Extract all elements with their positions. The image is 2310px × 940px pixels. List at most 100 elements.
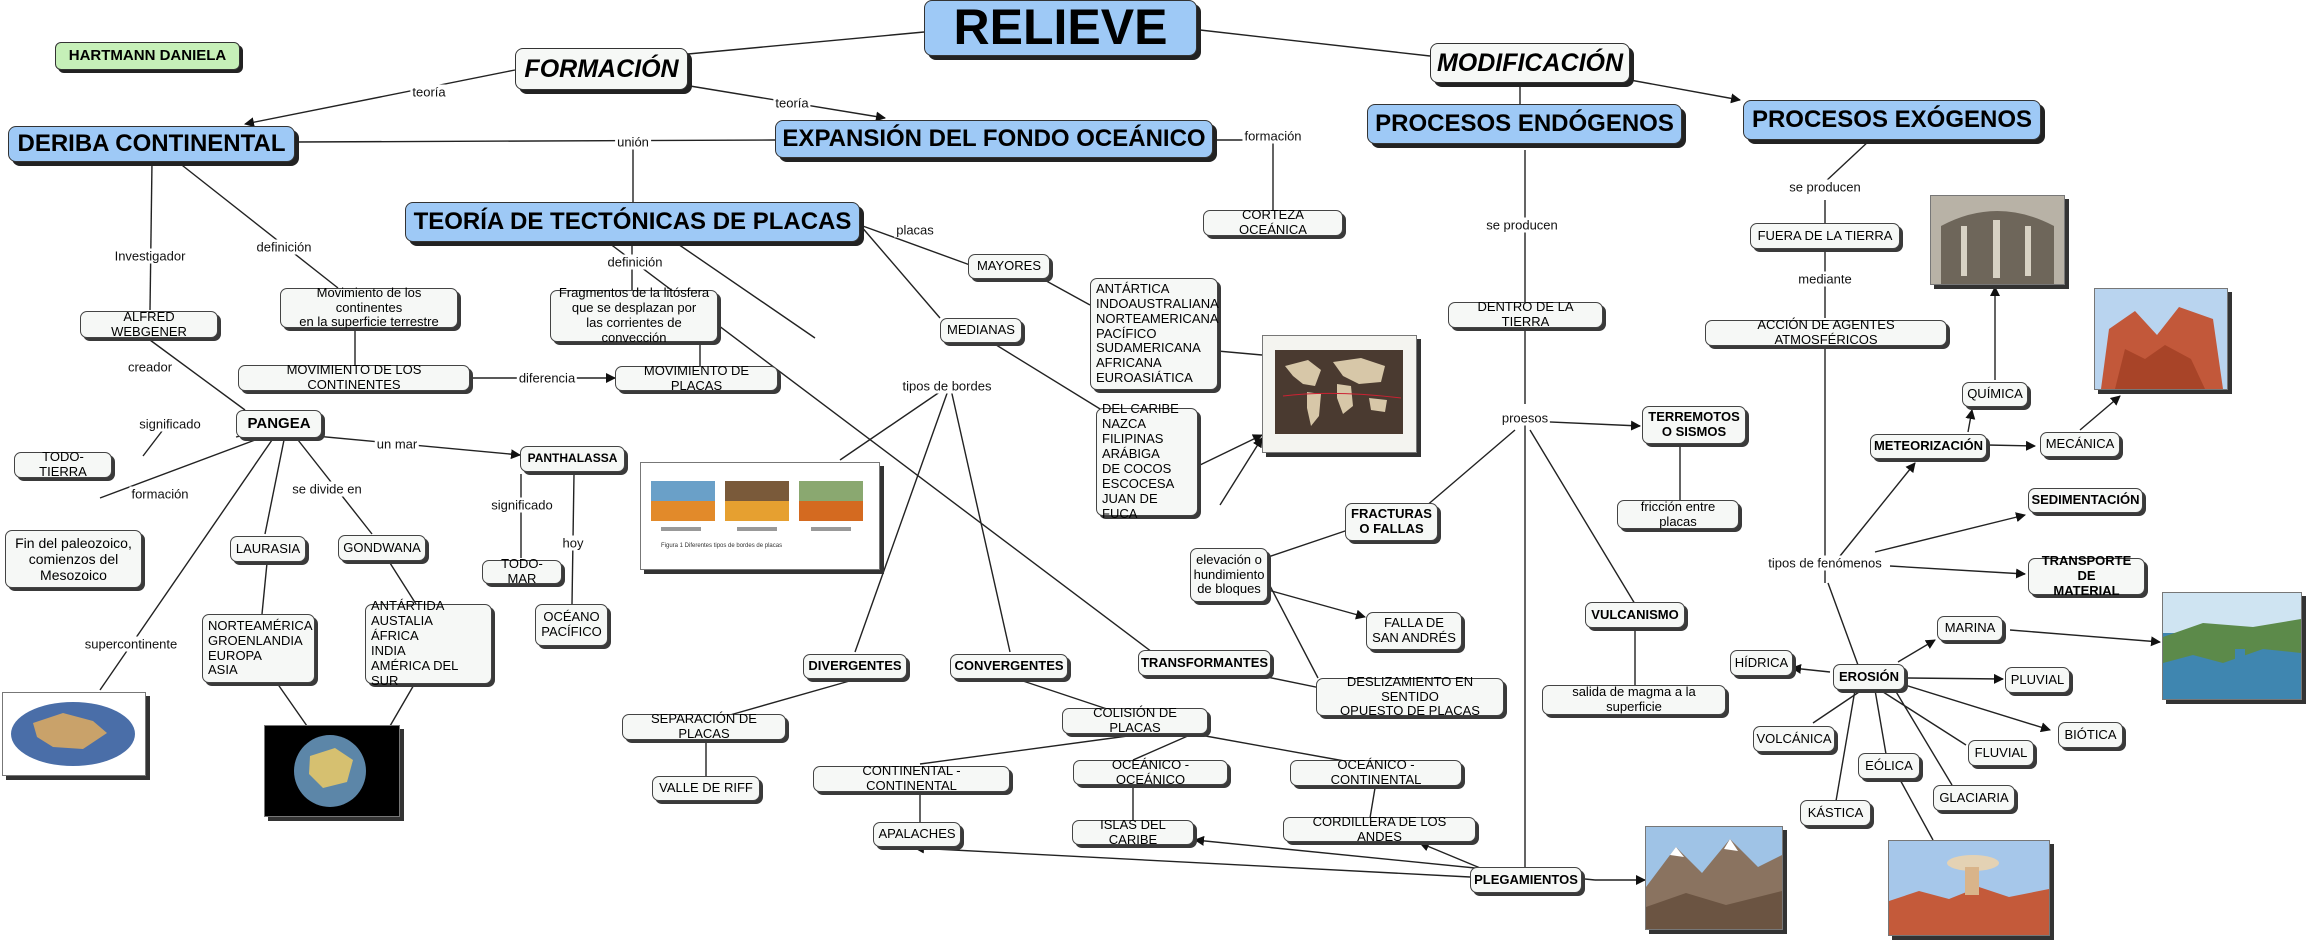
node-oceano-pacifico: OCÉANO PACÍFICO: [535, 604, 608, 646]
node-fuera-tierra: FUERA DE LA TIERRA: [1750, 223, 1900, 249]
label-procesos: proesos: [1499, 410, 1551, 426]
node-expansion-fondo: EXPANSIÓN DEL FONDO OCEÁNICO: [775, 120, 1213, 158]
label-teoria-2: teoría: [773, 95, 811, 111]
node-movimiento-placas: MOVIMIENTO DE PLACAS: [615, 363, 778, 392]
node-marina: MARINA: [1937, 616, 2003, 641]
node-pangea: PANGEA: [236, 410, 322, 438]
mountains-icon: [1646, 827, 1782, 929]
image-globe-1: [2, 692, 146, 776]
node-movimiento-continentes-def: Movimiento de los continentes en la supe…: [280, 285, 458, 329]
node-procesos-exogenos: PROCESOS EXÓGENOS: [1743, 100, 2041, 140]
node-convergentes: CONVERGENTES: [950, 654, 1068, 679]
node-continental-continental: CONTINENTAL - CONTINENTAL: [813, 763, 1010, 793]
label-diferencia: diferencia: [516, 370, 578, 386]
label-investigador: Investigador: [112, 248, 188, 264]
image-plate-boundaries: Figura 1 Diferentes tipos de bordes de p…: [640, 462, 880, 570]
node-gondwana: GONDWANA: [338, 535, 426, 561]
cave-icon: [1931, 196, 2064, 284]
node-kastica: KÁSTICA: [1800, 800, 1871, 826]
node-fluvial: FLUVIAL: [1968, 740, 2034, 766]
node-meteorizacion: METEORIZACIÓN: [1870, 434, 1987, 459]
node-todo-mar: TODO-MAR: [482, 556, 562, 586]
node-panthalassa: PANTHALASSA: [520, 446, 625, 472]
node-falla-san-andres: FALLA DE SAN ANDRÉS: [1366, 612, 1462, 650]
node-transformantes: TRANSFORMANTES: [1138, 650, 1271, 676]
node-valle-riff: VALLE DE RIFF: [652, 776, 760, 801]
world-map-icon: [1275, 350, 1403, 434]
node-procesos-endogenos: PROCESOS ENDÓGENOS: [1367, 104, 1682, 144]
node-sedimentacion: SEDIMENTACIÓN: [2028, 488, 2143, 513]
label-tipos-fenomenos: tipos de fenómenos: [1766, 555, 1884, 571]
label-significado-2: significado: [489, 497, 555, 513]
node-erosion: EROSIÓN: [1833, 664, 1905, 690]
image-mountains: [1645, 826, 1783, 930]
node-corteza-oceanica: CORTEZA OCEÁNICA: [1203, 207, 1343, 237]
label-formacion-corteza: formación: [1242, 128, 1304, 144]
title-relieve: RELIEVE: [924, 0, 1197, 56]
node-mecanica: MECÁNICA: [2040, 432, 2120, 457]
label-formacion-2: formación: [129, 486, 191, 502]
node-terremotos: TERREMOTOS O SISMOS: [1642, 406, 1746, 444]
node-todo-tierra: TODO-TIERRA: [14, 449, 112, 479]
label-tipos-bordes: tipos de bordes: [900, 378, 994, 394]
label-supercontinente: supercontinente: [82, 636, 180, 652]
node-friccion: fricción entre placas: [1617, 499, 1739, 529]
label-un-mar: un mar: [374, 436, 420, 452]
label-teoria-1: teoría: [410, 84, 448, 100]
label-significado-1: significado: [137, 416, 203, 432]
node-pluvial: PLUVIAL: [2005, 667, 2070, 693]
image-globe-2: [264, 725, 400, 817]
label-definicion-1: definición: [254, 239, 314, 255]
node-cordillera-andes: CORDILLERA DE LOS ANDES: [1283, 814, 1476, 843]
label-se-producen-2: se producen: [1787, 179, 1863, 195]
coast-icon: [2163, 593, 2301, 699]
node-volcanica: VOLCÁNICA: [1753, 726, 1835, 752]
node-transporte-material: TRANSPORTE DE MATERIAL: [2028, 553, 2145, 598]
globe-icon: [11, 702, 135, 766]
node-islas-caribe: ISLAS DEL CARIBE: [1072, 817, 1194, 846]
label-creador: creador: [125, 359, 175, 375]
node-oceanico-continental: OCEÁNICO - CONTINENTAL: [1290, 757, 1462, 787]
node-biotica: BIÓTICA: [2058, 722, 2123, 748]
label-mediante: mediante: [1796, 271, 1854, 287]
author-badge: HARTMANN DANIELA: [55, 42, 240, 70]
image-rocks: [2094, 288, 2228, 390]
node-vulcanismo: VULCANISMO: [1585, 602, 1685, 628]
node-alfred-webgener: ALFRED WEBGENER: [80, 309, 218, 338]
node-hidrica: HÍDRICA: [1730, 650, 1793, 676]
label-definicion-2: definición: [605, 254, 665, 270]
node-fracturas: FRACTURAS O FALLAS: [1345, 503, 1438, 541]
node-laurasia: LAURASIA: [230, 536, 306, 562]
node-medianas: MEDIANAS: [940, 318, 1022, 343]
label-se-divide-en: se divide en: [290, 481, 364, 497]
image-hoodoo: [1888, 840, 2050, 936]
rocks-icon: [2095, 289, 2227, 389]
node-deslizamiento: DESLIZAMIENTO EN SENTIDO OPUESTO DE PLAC…: [1316, 674, 1504, 718]
node-apalaches: APALACHES: [873, 822, 961, 847]
node-gondwana-list: ANTÁRTIDA AUSTALIA ÁFRICA INDIA AMÉRICA …: [365, 598, 492, 688]
image-coast: [2162, 592, 2302, 700]
label-hoy: hoy: [560, 535, 586, 551]
plate-boundaries-icon: [651, 481, 863, 531]
node-paleozoico: Fin del paleozoico, comienzos del Mesozo…: [5, 530, 142, 588]
node-dentro-tierra: DENTRO DE LA TIERRA: [1448, 299, 1603, 329]
node-formacion: FORMACIÓN: [515, 48, 688, 90]
label-union: unión: [615, 134, 651, 150]
image-cave: [1930, 195, 2065, 285]
node-eolica: EÓLICA: [1858, 753, 1920, 779]
globe-dark-icon: [294, 735, 366, 807]
node-movimiento-continentes: MOVIMIENTO DE LOS CONTINENTES: [238, 362, 470, 392]
node-divergentes: DIVERGENTES: [803, 654, 907, 679]
node-teoria-tectonicas: TEORÍA DE TECTÓNICAS DE PLACAS: [405, 202, 860, 242]
plate-image-caption: Figura 1 Diferentes tipos de bordes de p…: [661, 543, 783, 549]
label-placas: placas: [894, 222, 936, 238]
hoodoo-icon: [1889, 841, 2049, 935]
node-fragmentos: Fragmentos de la litósfera que se despla…: [550, 285, 718, 345]
label-se-producen-1: se producen: [1484, 217, 1560, 233]
node-modificacion: MODIFICACIÓN: [1430, 43, 1630, 83]
node-elevacion: elevación o hundimiento de bloques: [1190, 548, 1268, 602]
node-medianas-list: DEL CARIBE NAZCA FILIPINAS ARÁBIGA DE CO…: [1096, 401, 1198, 521]
node-colision-placas: COLISIÓN DE PLACAS: [1062, 705, 1208, 735]
node-oceanico-oceanico: OCEÁNICO - OCEÁNICO: [1073, 757, 1228, 786]
node-separacion-placas: SEPARACIÓN DE PLACAS: [622, 711, 786, 741]
